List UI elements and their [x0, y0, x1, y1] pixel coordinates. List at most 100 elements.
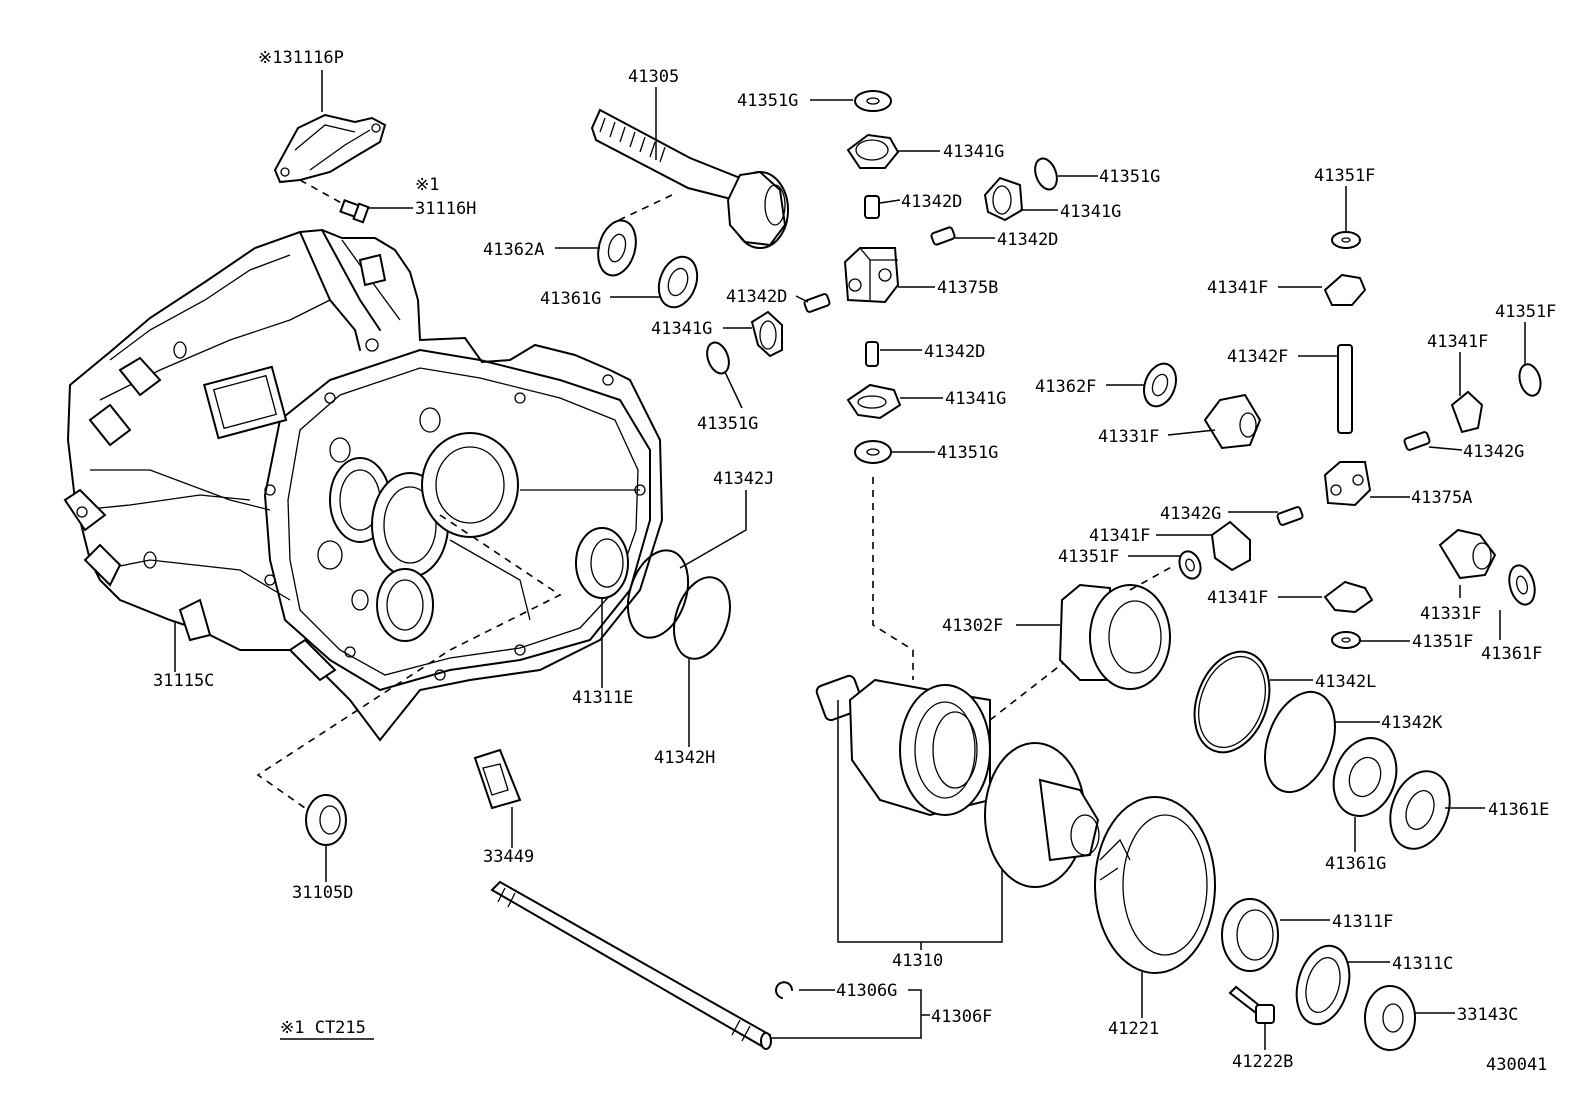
label-41351f-c: 41351F	[1058, 547, 1119, 567]
label-41351g-c: 41351G	[697, 414, 758, 434]
label-41222b: 41222B	[1232, 1052, 1293, 1072]
label-41342l: 41342L	[1315, 672, 1376, 692]
differential-case-part	[815, 674, 991, 817]
label-41361g-a: 41361G	[540, 289, 601, 309]
label-41342d-a: 41342D	[901, 192, 962, 212]
washer-41351f-top	[1331, 231, 1361, 249]
oil-seal-31105d-part	[305, 794, 347, 846]
bearing-41311f-part	[1221, 898, 1279, 972]
side-gear-41302f-part	[1058, 583, 1171, 690]
pinion-gear-41341g-right	[983, 176, 1024, 222]
label-33143c: 33143C	[1457, 1005, 1518, 1025]
pin-41342g-right	[1403, 431, 1431, 451]
label-41341f-d: 41341F	[1207, 588, 1268, 608]
ring-41342k-part	[1264, 690, 1336, 794]
label-41361g-b: 41361G	[1325, 854, 1386, 874]
part-labels: ※131116P ※1 31116H 41305 41351G 41341G 4…	[153, 48, 1556, 1075]
pin-41342d-1	[864, 195, 880, 219]
washer-41361f-part	[1508, 564, 1536, 606]
label-41311c: 41311C	[1392, 954, 1453, 974]
diagram-id: 430041	[1486, 1055, 1547, 1075]
gear-41341f-top	[1323, 273, 1367, 306]
label-41341g-b: 41341G	[1060, 202, 1121, 222]
washer-41362f-part	[1143, 362, 1177, 408]
gear-33143c-part	[1364, 985, 1416, 1051]
leader-lines	[174, 70, 1526, 1050]
label-41362f: 41362F	[1035, 377, 1096, 397]
washer-41351f-lower	[1331, 631, 1361, 649]
ring-41342j-part	[626, 549, 690, 639]
washer-41361e-part	[1389, 770, 1451, 850]
label-41342h: 41342H	[654, 748, 715, 768]
pinion-gear-41341g-left	[750, 310, 783, 358]
label-41342j: 41342J	[713, 469, 774, 489]
label-41331f-a: 41331F	[1098, 427, 1159, 447]
label-41351f-d: 41351F	[1412, 632, 1473, 652]
label-41341f-a: 41341F	[1207, 278, 1268, 298]
label-41306g: 41306G	[836, 981, 897, 1001]
label-41311f: 41311F	[1332, 912, 1393, 932]
label-41351g-b: 41351G	[1099, 167, 1160, 187]
ring-gear-41221-part	[1094, 796, 1216, 974]
pin-41342d-3	[803, 293, 831, 313]
label-41341f-c: 41341F	[1089, 526, 1150, 546]
label-41351f-a: 41351F	[1314, 166, 1375, 186]
snap-ring-41306g-part	[775, 981, 793, 999]
pinion-shaft-41305-part	[590, 108, 789, 249]
label-41331f-b: 41331F	[1420, 604, 1481, 624]
label-41342g-b: 41342G	[1160, 504, 1221, 524]
label-41351g-d: 41351G	[937, 443, 998, 463]
bolt-31116h-part	[339, 199, 370, 224]
label-41306f: 41306F	[931, 1007, 992, 1027]
thrust-washer-41361g-part	[657, 255, 699, 309]
washer-41351f-right	[1518, 363, 1542, 397]
label-33449: 33449	[483, 847, 534, 867]
gear-41331f-upper	[1203, 393, 1262, 450]
label-131116p: ※131116P	[258, 48, 344, 68]
bearing-41311e-part	[575, 527, 629, 599]
race-41311c-part	[1295, 944, 1351, 1026]
gear-41341f-middle	[1210, 520, 1251, 572]
label-41361e: 41361E	[1488, 800, 1549, 820]
transaxle-case-part	[63, 228, 664, 742]
washer-41351g-right	[1034, 157, 1058, 191]
differential-case-flange	[984, 742, 1100, 888]
ring-41342l-part	[1193, 650, 1271, 754]
footnote-ct215: ※1 CT215	[280, 1018, 366, 1038]
label-41342d-c: 41342D	[726, 287, 787, 307]
pin-41342g-left	[1276, 506, 1304, 526]
label-41310: 41310	[892, 951, 943, 971]
side-gear-41341g-top	[846, 133, 900, 169]
label-41341g-a: 41341G	[943, 142, 1004, 162]
label-41221: 41221	[1108, 1019, 1159, 1039]
label-41351g-a: 41351G	[737, 91, 798, 111]
label-41375a: 41375A	[1411, 488, 1472, 508]
side-gear-41341g-bottom	[846, 383, 902, 420]
washer-41351g-bottom	[854, 440, 892, 464]
label-41311e: 41311E	[572, 688, 633, 708]
label-41342d-d: 41342D	[924, 342, 985, 362]
label-41375b: 41375B	[937, 278, 998, 298]
label-41302f: 41302F	[942, 616, 1003, 636]
label-41342d-b: 41342D	[997, 230, 1058, 250]
case-cover-part	[273, 113, 387, 184]
label-31115c: 31115C	[153, 671, 214, 691]
washer-41351g-top	[854, 90, 892, 112]
washer-41361g-right	[1332, 737, 1398, 817]
gear-41331f-lower	[1438, 528, 1497, 580]
label-note-callout: ※1	[415, 175, 439, 195]
label-41342f: 41342F	[1227, 347, 1288, 367]
carrier-block-41375b	[843, 247, 900, 304]
label-41342k: 41342K	[1381, 713, 1443, 733]
label-41341f-b: 41341F	[1427, 332, 1488, 352]
label-41341g-c: 41341G	[651, 319, 712, 339]
shaft-41306f-part	[490, 880, 772, 1050]
label-41342g-a: 41342G	[1463, 442, 1524, 462]
washer-41351g-left	[706, 341, 730, 375]
label-41362a: 41362A	[483, 240, 544, 260]
plate-33449-part	[473, 748, 522, 810]
shaft-41342f-part	[1337, 344, 1353, 434]
thrust-washer-41362a-part	[597, 219, 637, 277]
